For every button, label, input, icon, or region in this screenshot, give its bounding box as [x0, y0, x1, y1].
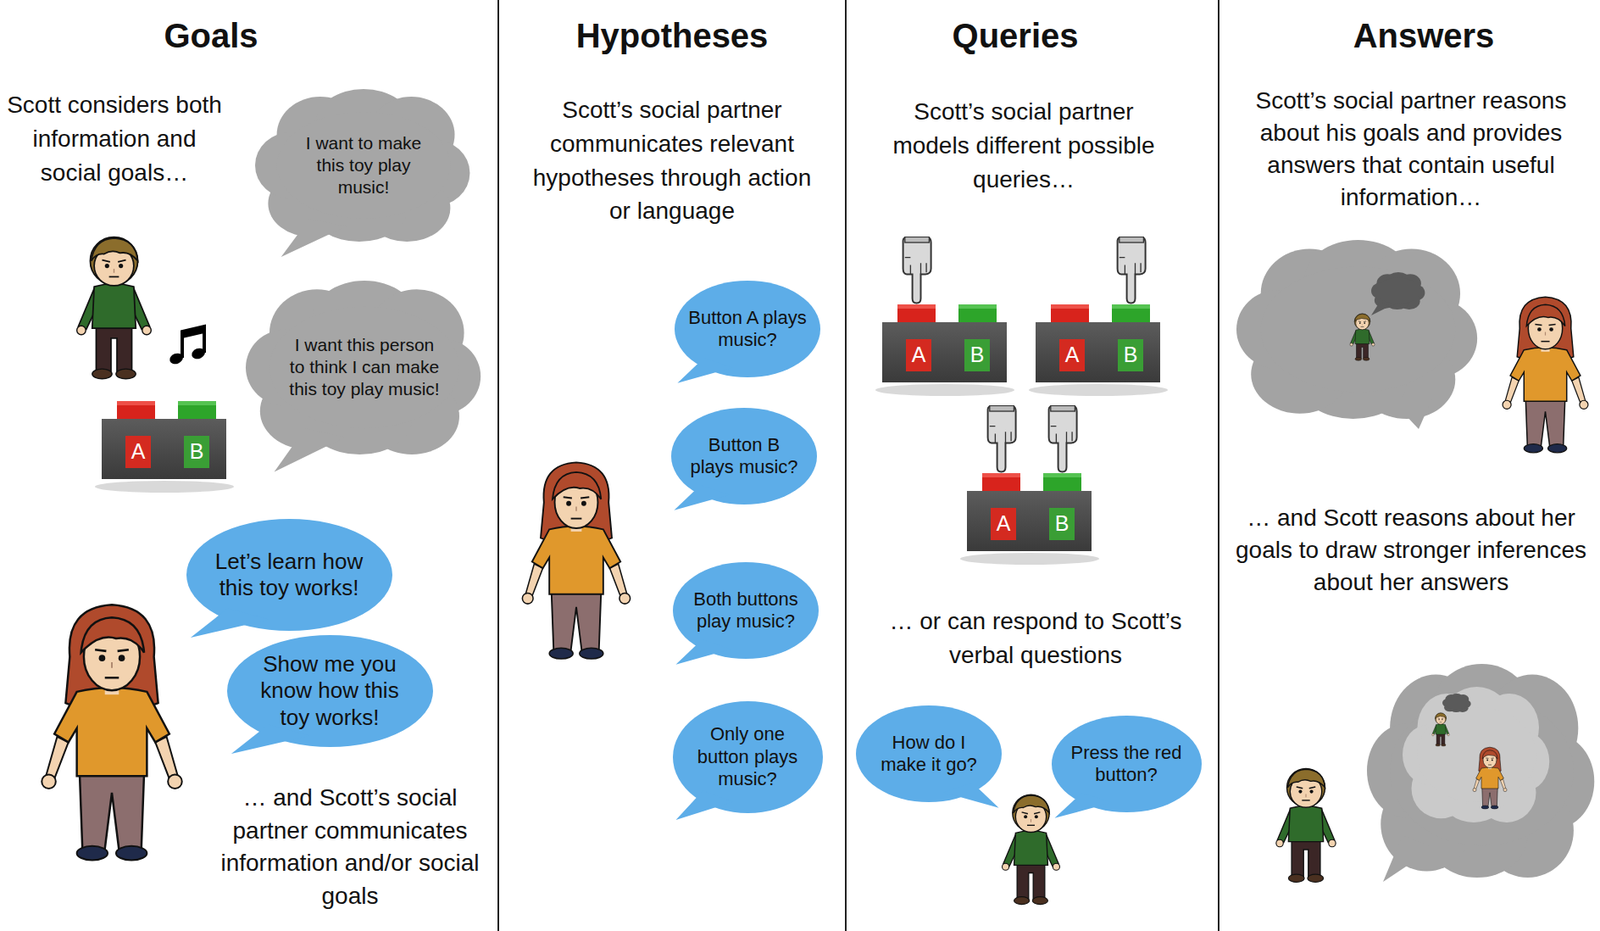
node-text: Button A plays music? — [688, 306, 808, 352]
column-text: Scott’s social partner reasons about his… — [1233, 84, 1589, 214]
node-text: A — [131, 439, 146, 464]
column-text: Scott considers both information and soc… — [1, 88, 228, 189]
node-text: How do I make it go? — [869, 731, 989, 777]
node-label: Both buttons play music? — [686, 588, 806, 634]
speech-bubble: Button A plays music? — [674, 280, 821, 378]
scott-figure — [1276, 767, 1336, 882]
node-label: Let’s learn how this toy works! — [205, 548, 374, 601]
column-heading: Queries — [854, 15, 1177, 56]
thought-cloud: I want to make this toy play music! — [255, 88, 473, 242]
node-label: Button B plays music? — [684, 433, 805, 479]
node-text: Button B plays music? — [684, 433, 805, 479]
node-text: A — [911, 343, 927, 367]
column-text: … and Scott’s social partner communicate… — [205, 781, 495, 913]
node-label: A — [911, 343, 927, 367]
node-label: Show me you know how this toy works! — [245, 650, 415, 731]
speech-bubble: Both buttons play music? — [672, 561, 819, 659]
button-label: B — [1049, 507, 1075, 540]
node-label: Press the red button? — [1063, 741, 1190, 787]
node-label: B — [189, 439, 205, 464]
scott-figure — [77, 237, 152, 379]
node-label: I want this person to think I can make t… — [286, 333, 444, 401]
toy-box — [94, 400, 234, 493]
button-label: B — [183, 435, 210, 468]
node-label: B — [1123, 343, 1139, 367]
column-heading: Answers — [1262, 15, 1585, 56]
node-label: Button A plays music? — [688, 306, 808, 352]
column-dividers — [498, 0, 1219, 931]
node-text: B — [1055, 511, 1070, 536]
pointing-hand — [1117, 236, 1146, 303]
button-label: A — [125, 435, 151, 468]
pointing-hand — [903, 236, 932, 303]
thought-brain — [1236, 239, 1478, 429]
node-text: Only one button plays music? — [687, 722, 808, 790]
node-text: Press the red button? — [1063, 741, 1190, 787]
node-label: A — [131, 439, 146, 464]
speech-bubble: Let’s learn how this toy works! — [186, 518, 393, 631]
node-label: A — [996, 511, 1012, 536]
toy-box — [1028, 304, 1168, 396]
node-text: B — [189, 439, 205, 464]
music-notes — [167, 326, 206, 366]
toy-box — [960, 472, 1100, 565]
pointing-hand — [988, 405, 1017, 472]
column-text: … or can respond to Scott’s verbal quest… — [878, 604, 1193, 673]
toy-box — [875, 304, 1015, 396]
speech-bubble: Show me you know how this toy works! — [227, 634, 434, 747]
node-label: A — [1065, 343, 1080, 367]
node-text: I want to make this toy play music! — [294, 132, 434, 200]
node-text: Show me you know how this toy works! — [245, 650, 415, 731]
column-text: … and Scott reasons about her goals to d… — [1233, 501, 1589, 599]
node-text: Let’s learn how this toy works! — [205, 548, 374, 601]
node-label: B — [970, 343, 985, 367]
button-label: A — [1059, 338, 1085, 372]
speech-bubble: Press the red button? — [1051, 715, 1202, 812]
speech-bubble: Only one button plays music? — [672, 700, 823, 813]
node-text: Both buttons play music? — [686, 588, 806, 634]
node-label: I want to make this toy play music! — [294, 132, 434, 200]
node-label: How do I make it go? — [869, 731, 989, 777]
node-text: A — [996, 511, 1012, 536]
node-text: B — [970, 343, 985, 367]
button-label: A — [990, 507, 1017, 540]
speech-bubble: Button B plays music? — [671, 407, 817, 505]
column-heading: Hypotheses — [511, 15, 834, 56]
node-label: B — [1055, 511, 1070, 536]
pointing-hand — [1049, 405, 1078, 472]
button-label: B — [964, 338, 990, 372]
node-text: B — [1123, 343, 1139, 367]
column-heading: Goals — [83, 15, 339, 56]
node-text: I want this person to think I can make t… — [286, 333, 444, 401]
scott-figure — [1002, 794, 1061, 905]
speech-bubble: How do I make it go? — [855, 705, 1002, 802]
button-label: B — [1117, 338, 1144, 372]
partner-figure — [1502, 296, 1589, 453]
button-label: A — [905, 338, 932, 372]
node-text: A — [1065, 343, 1080, 367]
thought-cloud: I want this person to think I can make t… — [245, 280, 484, 455]
thought-brain — [1366, 663, 1595, 882]
node-label: Only one button plays music? — [687, 722, 808, 790]
column-text: Scott’s social partner communicates rele… — [532, 93, 812, 228]
column-text: Scott’s social partner models different … — [883, 94, 1164, 196]
partner-figure — [41, 604, 182, 860]
partner-figure — [522, 461, 630, 659]
